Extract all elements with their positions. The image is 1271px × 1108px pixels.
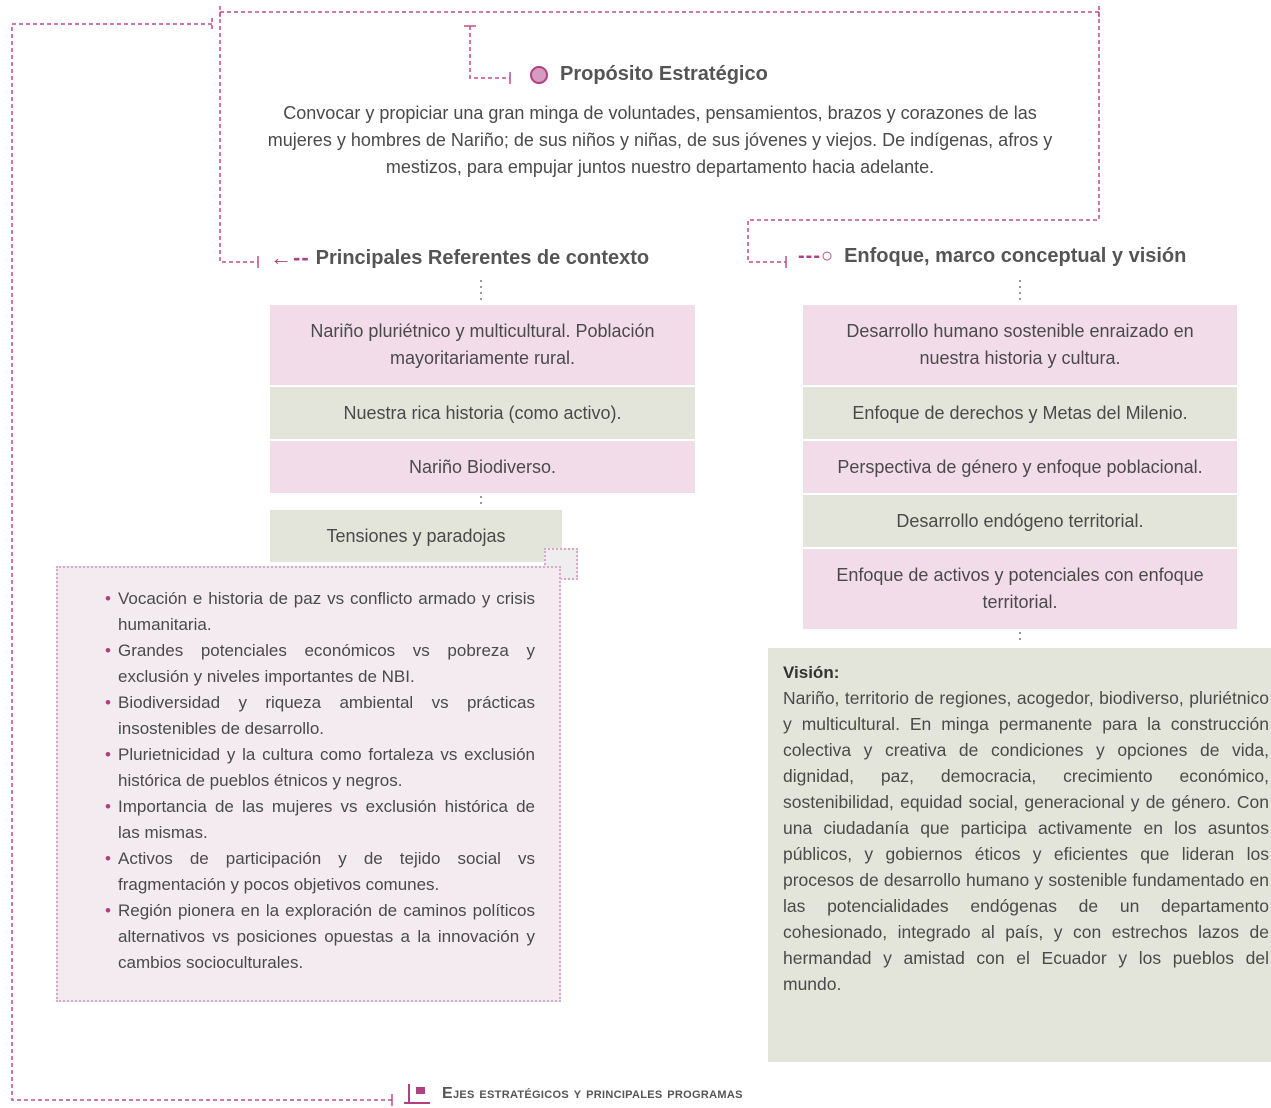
list-item: Región pionera en la exploración de cami… [105,898,535,976]
list-item: Grandes potenciales económicos vs pobrez… [105,638,535,690]
list-item: Biodiversidad y riqueza ambiental vs prá… [105,690,535,742]
tensions-list: Vocación e historia de paz vs conflicto … [56,566,561,1002]
axes-title: Ejes estratégicos y principales programa… [442,1085,743,1102]
approach-title: Enfoque, marco conceptual y visión [844,245,1187,267]
purpose-text: Convocar y propiciar una gran minga de v… [267,103,1053,177]
context-title: Principales Referentes de contexto [315,246,650,269]
approach-item: Desarrollo humano sostenible enraizado e… [803,305,1237,385]
context-item: Nariño pluriétnico y multicultural. Pobl… [270,305,695,385]
purpose-header: Propósito Estratégico [530,63,768,86]
vision-title: Visión: [783,663,840,682]
approach-item: Perspectiva de género y enfoque poblacio… [803,441,1237,493]
list-item: Activos de participación y de tejido soc… [105,846,535,898]
context-item: Nariño Biodiverso. [270,441,695,493]
context-item: Nuestra rica historia (como activo). [270,387,695,439]
list-item: Vocación e historia de paz vs conflicto … [105,586,535,638]
tensions-corner-decoration [544,548,578,580]
dashed-line-circle-icon: ‑‑‑○ [798,245,835,267]
list-item: Importancia de las mujeres vs exclusión … [105,794,535,846]
list-item: Plurietnicidad y la cultura como fortale… [105,742,535,794]
approach-item: Enfoque de activos y potenciales con enf… [803,549,1237,629]
purpose-title: Propósito Estratégico [560,63,768,85]
context-header: ←‑‑ Principales Referentes de contexto [270,245,649,271]
circle-bullet-icon [530,65,548,84]
approach-item: Enfoque de derechos y Metas del Milenio. [803,387,1237,439]
vision-text: Nariño, territorio de regiones, acogedor… [783,688,1269,994]
axes-header: Ejes estratégicos y principales programa… [404,1084,743,1104]
approach-header: ‑‑‑○ Enfoque, marco conceptual y visión [798,245,1186,268]
approach-item: Desarrollo endógeno territorial. [803,495,1237,547]
tensions-title: Tensiones y paradojas [270,510,562,562]
vision-box: Visión: Nariño, territorio de regiones, … [768,648,1271,1062]
arrow-left-icon: ←‑‑ [270,245,310,270]
flag-icon [404,1084,430,1104]
